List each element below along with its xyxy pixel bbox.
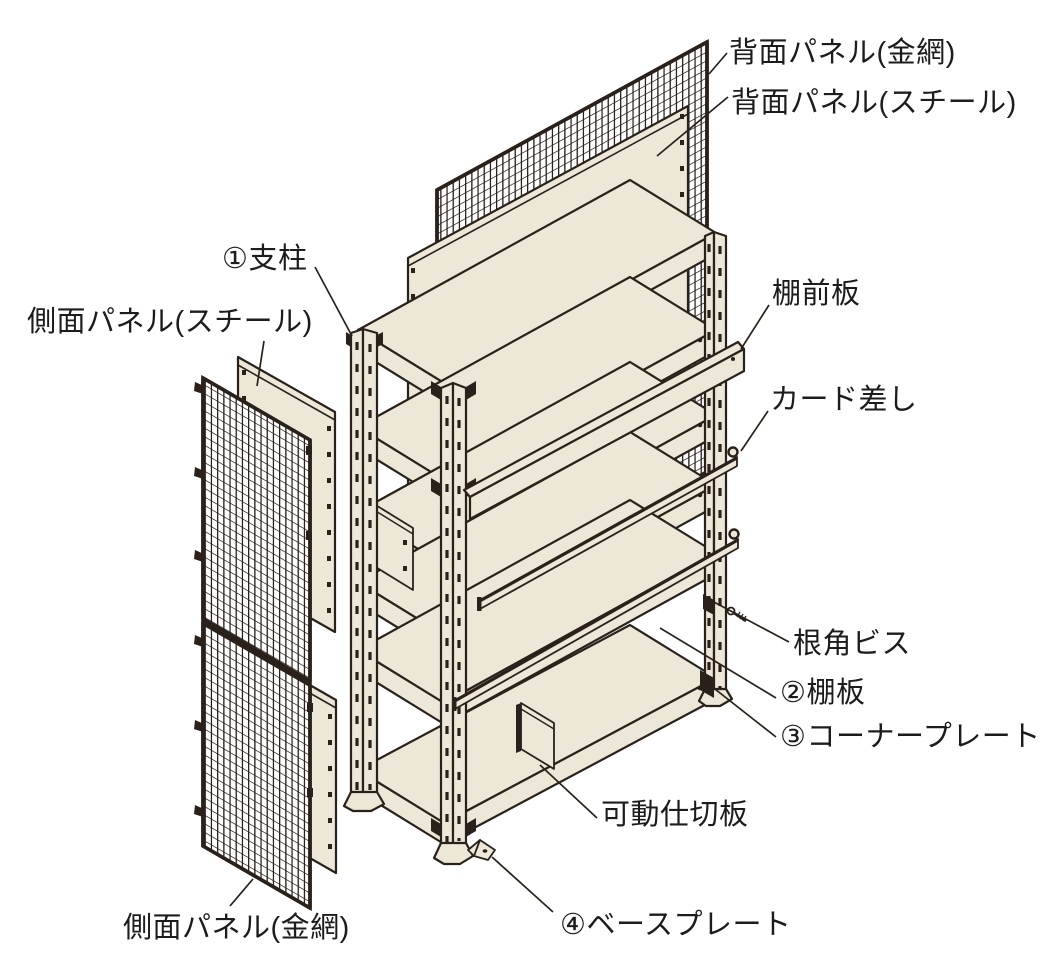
side-panel-mesh-lower xyxy=(201,619,312,912)
label-side-panel-mesh: 側面パネル(金網) xyxy=(123,911,350,944)
corner-plates xyxy=(346,332,714,837)
mesh-mount-tabs xyxy=(194,382,313,817)
label-side-panel-steel: 側面パネル(スチール) xyxy=(27,305,313,338)
side-panel-mesh-upper xyxy=(201,374,312,685)
post-left xyxy=(342,327,386,813)
shelf-front-board-part xyxy=(462,340,746,521)
label-corner-plate: ③コーナープレート xyxy=(780,721,1040,753)
label-shelf-front-board: 棚前板 xyxy=(772,277,861,310)
label-back-panel-mesh: 背面パネル(金網) xyxy=(729,36,956,69)
label-movable-partition: 可動仕切板 xyxy=(601,798,749,831)
label-card-holder: カード差し xyxy=(770,383,918,416)
label-post: ①支柱 xyxy=(222,242,308,275)
label-shelf-board: ②棚板 xyxy=(780,676,866,709)
leader-lines xyxy=(229,52,790,913)
label-back-panel-steel: 背面パネル(スチール) xyxy=(731,86,1017,119)
post-front xyxy=(432,381,475,866)
base-plate-part xyxy=(467,839,496,861)
label-square-neck-screw: 根角ビス xyxy=(793,627,911,660)
card-holder-rail-lower xyxy=(452,528,740,711)
movable-partition-lower xyxy=(516,702,555,770)
label-base-plate: ④ベースプレート xyxy=(560,909,792,941)
card-holder-rail-upper xyxy=(477,446,739,611)
labels: 背面パネル(金網) 背面パネル(スチール) ①支柱 側面パネル(スチール) 棚前… xyxy=(27,36,1040,944)
